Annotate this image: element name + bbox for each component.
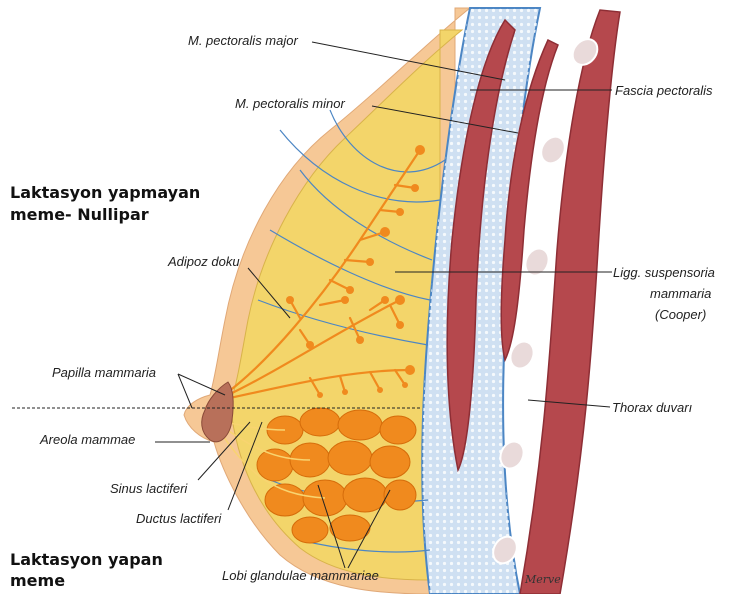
lactating-heading-line1: Laktasyon yapan bbox=[10, 550, 163, 569]
rib-2 bbox=[536, 132, 569, 167]
label-thorax-duvari: Thorax duvarı bbox=[612, 400, 693, 415]
rib-3 bbox=[521, 245, 553, 280]
nullipar-heading-line2: meme- Nullipar bbox=[10, 205, 149, 224]
lactating-heading-line2: meme bbox=[10, 571, 65, 590]
label-fascia-pectoralis: Fascia pectoralis bbox=[615, 83, 713, 98]
label-ductus-lactiferi: Ductus lactiferi bbox=[136, 511, 222, 526]
label-cooper-line2: mammaria bbox=[650, 286, 711, 301]
label-papilla-mammaria: Papilla mammaria bbox=[52, 365, 156, 380]
label-adipoz-doku: Adipoz doku bbox=[167, 254, 240, 269]
label-pectoralis-major: M. pectoralis major bbox=[188, 33, 298, 48]
label-lobi-glandulae: Lobi glandulae mammariae bbox=[222, 568, 379, 583]
label-cooper-line1: Ligg. suspensoria bbox=[613, 265, 715, 280]
areola-nipple bbox=[202, 382, 233, 442]
artist-signature: Merve bbox=[524, 573, 561, 586]
label-cooper-line3: (Cooper) bbox=[655, 307, 706, 322]
nullipar-heading-line1: Laktasyon yapmayan bbox=[10, 183, 200, 202]
label-pectoralis-minor: M. pectoralis minor bbox=[235, 96, 345, 111]
label-sinus-lactiferi: Sinus lactiferi bbox=[110, 481, 188, 496]
label-areola-mammae: Areola mammae bbox=[39, 432, 135, 447]
